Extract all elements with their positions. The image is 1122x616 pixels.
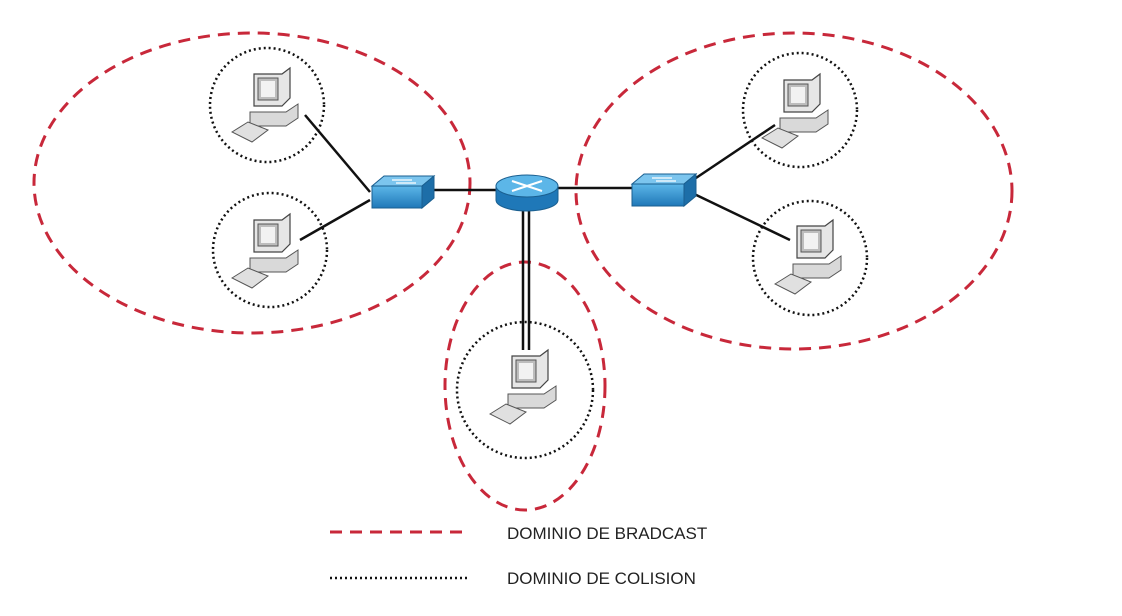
legend-broadcast-label: DOMINIO DE BRADCAST	[507, 524, 707, 543]
broadcast-domain-left	[32, 31, 472, 335]
computer-icon	[774, 219, 842, 295]
collision-domain-pc3	[741, 51, 859, 169]
router-icon	[495, 174, 559, 212]
link-switch-pc3	[689, 123, 776, 184]
computer-icon	[231, 67, 299, 143]
legend: DOMINIO DE BRADCAST DOMINIO DE COLISION	[330, 524, 707, 588]
collision-domain-pc1	[208, 46, 326, 164]
broadcast-domain-right	[574, 31, 1014, 351]
link-pc1-switch	[304, 114, 371, 193]
computer-icon	[231, 213, 299, 289]
link-switch-pc4	[689, 190, 791, 242]
switch-icon-right	[630, 172, 698, 208]
legend-collision-label: DOMINIO DE COLISION	[507, 569, 696, 588]
collision-domain-pc5	[455, 320, 595, 460]
broadcast-domain-bottom	[443, 260, 607, 512]
computer-icon	[761, 73, 829, 149]
computer-icon	[489, 349, 557, 425]
link-pc2-switch	[299, 198, 371, 242]
collision-domain-pc2	[211, 191, 329, 309]
switch-icon-left	[370, 174, 436, 210]
collision-domain-pc4	[751, 199, 869, 317]
